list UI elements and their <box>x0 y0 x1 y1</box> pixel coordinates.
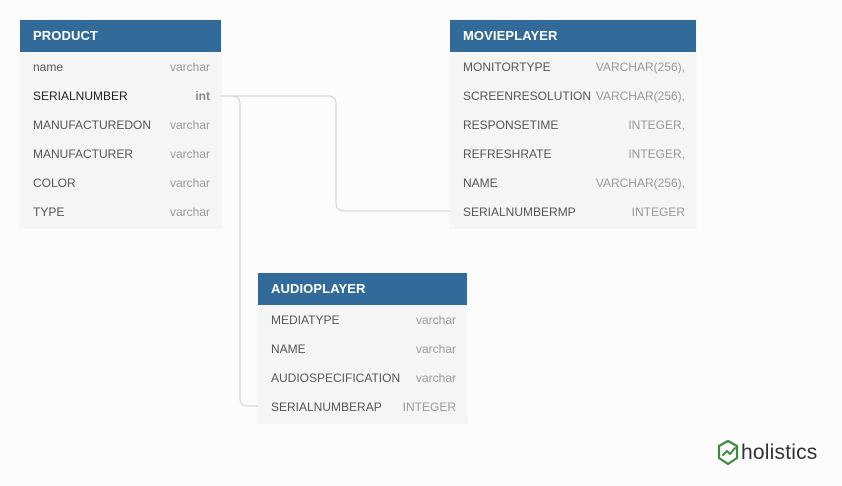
holistics-logo-icon <box>717 439 739 466</box>
field-name: TYPE <box>33 205 65 219</box>
field-row: MEDIATYPE varchar <box>258 306 467 335</box>
field-type: VARCHAR(256), <box>595 89 685 103</box>
brand-name: holistics <box>741 441 818 464</box>
field-row: MANUFACTURER varchar <box>20 140 221 169</box>
field-row: SCREENRESOLUTION VARCHAR(256), <box>450 82 696 111</box>
field-name: name <box>33 60 64 74</box>
field-row: REFRESHRATE INTEGER, <box>450 140 696 169</box>
field-type: varchar <box>169 147 210 161</box>
field-name: MONITORTYPE <box>463 60 551 74</box>
field-name: SERIALNUMBERAP <box>271 400 382 414</box>
table-product[interactable]: PRODUCT name varchar SERIALNUMBER int MA… <box>20 20 221 228</box>
field-name: REFRESHRATE <box>463 147 552 161</box>
field-name: COLOR <box>33 176 76 190</box>
field-name: NAME <box>463 176 498 190</box>
table-audioplayer[interactable]: AUDIOPLAYER MEDIATYPE varchar NAME varch… <box>258 273 467 423</box>
field-name: SCREENRESOLUTION <box>463 89 592 103</box>
table-movieplayer[interactable]: MOVIEPLAYER MONITORTYPE VARCHAR(256), SC… <box>450 20 696 228</box>
field-name: NAME <box>271 342 306 356</box>
field-type: varchar <box>169 205 210 219</box>
field-type: varchar <box>169 176 210 190</box>
field-type: INTEGER <box>402 400 456 414</box>
field-row: COLOR varchar <box>20 169 221 198</box>
field-name: SERIALNUMBERMP <box>463 205 576 219</box>
field-type: int <box>195 89 210 103</box>
table-title: AUDIOPLAYER <box>258 273 467 305</box>
field-name: MANUFACTUREDON <box>33 118 152 132</box>
field-row: SERIALNUMBER int <box>20 82 221 111</box>
field-type: VARCHAR(256), <box>595 176 685 190</box>
field-name: SERIALNUMBER <box>33 89 128 103</box>
field-name: MANUFACTURER <box>33 147 134 161</box>
field-row: MANUFACTUREDON varchar <box>20 111 221 140</box>
field-type: INTEGER, <box>628 147 685 161</box>
field-row: NAME varchar <box>258 335 467 364</box>
field-type: VARCHAR(256), <box>595 60 685 74</box>
field-type: INTEGER <box>631 205 685 219</box>
field-type: varchar <box>415 313 456 327</box>
table-title: PRODUCT <box>20 20 221 52</box>
field-row: MONITORTYPE VARCHAR(256), <box>450 53 696 82</box>
field-type: varchar <box>415 342 456 356</box>
field-row: SERIALNUMBERAP INTEGER <box>258 393 467 422</box>
field-type: varchar <box>169 118 210 132</box>
relation-product-audioplayer <box>221 95 258 407</box>
field-row: SERIALNUMBERMP INTEGER <box>450 198 696 227</box>
field-name: AUDIOSPECIFICATION <box>271 371 401 385</box>
field-type: INTEGER, <box>628 118 685 132</box>
field-name: RESPONSETIME <box>463 118 559 132</box>
field-type: varchar <box>415 371 456 385</box>
table-title: MOVIEPLAYER <box>450 20 696 52</box>
field-row: NAME VARCHAR(256), <box>450 169 696 198</box>
field-row: AUDIOSPECIFICATION varchar <box>258 364 467 393</box>
field-name: MEDIATYPE <box>271 313 340 327</box>
relation-product-movieplayer <box>221 95 450 212</box>
field-type: varchar <box>169 60 210 74</box>
holistics-logo: holistics <box>716 438 818 468</box>
field-row: RESPONSETIME INTEGER, <box>450 111 696 140</box>
field-row: TYPE varchar <box>20 198 221 227</box>
field-row: name varchar <box>20 53 221 82</box>
